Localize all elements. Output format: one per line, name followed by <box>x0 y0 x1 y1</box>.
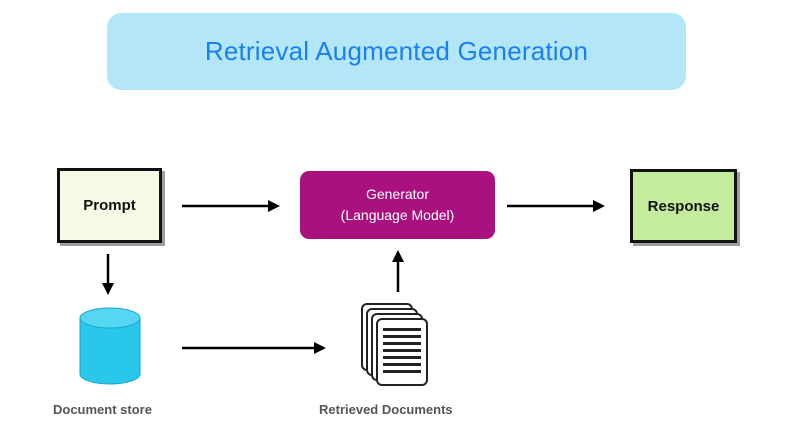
prompt-label: Prompt <box>83 197 136 214</box>
response-label: Response <box>647 197 720 215</box>
title-banner: Retrieval Augmented Generation <box>107 13 686 90</box>
generator-label: Generator <box>365 186 430 202</box>
retrieved-documents-caption: Retrieved Documents <box>319 402 453 417</box>
document-stack-icon <box>361 303 428 386</box>
diagram-title: Retrieval Augmented Generation <box>204 36 589 66</box>
arrowhead-store-to-retrieved <box>314 342 326 354</box>
generator-sublabel: (Language Model) <box>340 207 455 223</box>
database-icon <box>79 307 141 385</box>
generator-node: Generator (Language Model) <box>300 171 495 239</box>
arrowhead-retrieved-to-generator <box>392 250 404 262</box>
arrowhead-generator-to-response <box>593 200 605 212</box>
arrowhead-prompt-to-generator <box>268 200 280 212</box>
arrowhead-prompt-to-store <box>102 283 114 295</box>
response-node: Response <box>630 169 737 243</box>
prompt-node: Prompt <box>57 168 162 243</box>
document-store-caption: Document store <box>53 402 152 417</box>
